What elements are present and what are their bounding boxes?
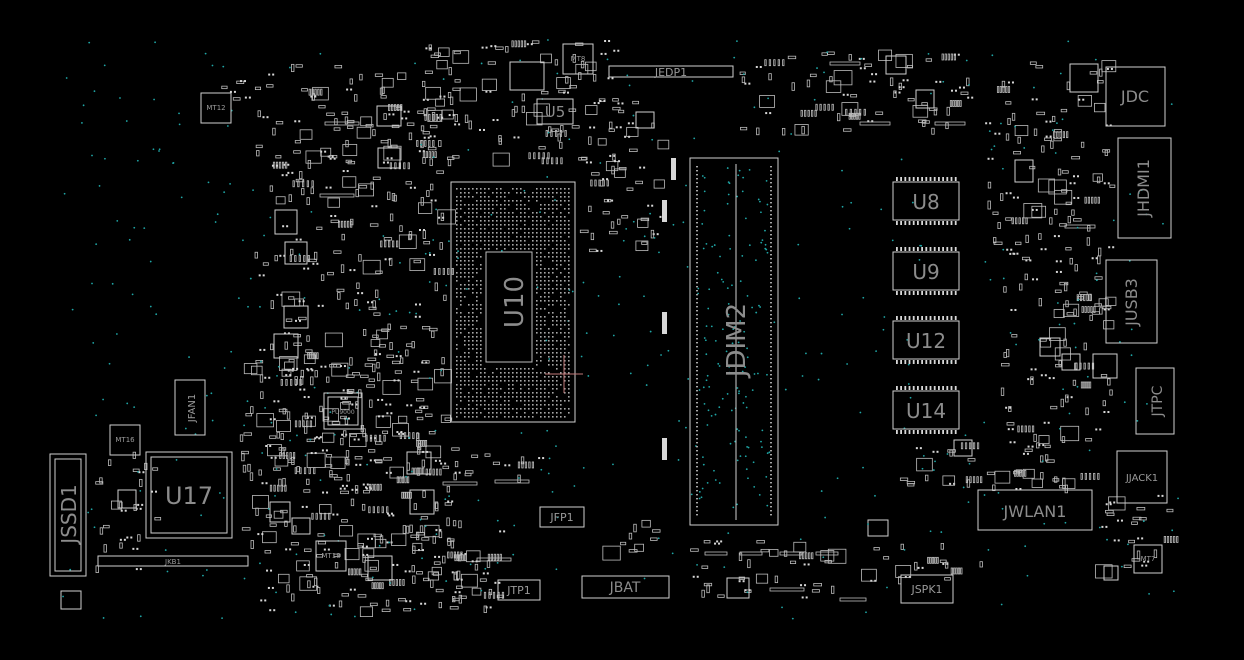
connector-jtpc[interactable]: JTPC [1135, 367, 1175, 435]
jssd1-screw [60, 590, 82, 610]
connector-jdim2[interactable]: JDIM2 [689, 157, 957, 526]
component-u17[interactable]: U17 [145, 451, 233, 539]
connector-jjack1[interactable]: JJACK1 [1116, 450, 1168, 504]
label-mt16: MT16 [115, 436, 135, 444]
label-u9: U9 [912, 260, 939, 284]
cursor-crosshair [545, 355, 583, 393]
u10-ball-grid [456, 188, 570, 418]
label-jssd1: JSSD1 [57, 484, 81, 545]
jdim2-side-pads [662, 158, 676, 460]
connector-jhdmi1[interactable]: JHDMI1 [1117, 137, 1172, 239]
connector-jdc[interactable]: JDC [1105, 66, 1166, 127]
mount-mt-top-right[interactable] [1069, 63, 1099, 93]
label-jdc: JDC [1120, 87, 1149, 106]
label-u5: U5 [545, 103, 566, 121]
label-jhdmi1: JHDMI1 [1134, 159, 1153, 218]
connector-jfp1[interactable]: JFP1 [539, 506, 585, 528]
mount-mt7[interactable]: MT7 [1133, 544, 1163, 574]
label-jfan1: JFAN1 [187, 394, 198, 423]
component-u14[interactable]: U14 [892, 390, 960, 430]
mount-mt8[interactable]: MT8 [562, 43, 594, 75]
mount-mt16[interactable]: MT16 [109, 424, 141, 456]
label-u17: U17 [165, 482, 213, 510]
label-jedp1: JEDP1 [654, 66, 687, 79]
label-jspk1: JSPK1 [910, 583, 942, 596]
connector-jwlan1[interactable]: JWLAN1 [977, 489, 1093, 531]
label-mt12: MT12 [206, 104, 225, 112]
small-components-layer [95, 40, 1179, 618]
label-jbat: JBAT [609, 580, 641, 596]
connector-jspk1[interactable]: JSPK1 [900, 574, 954, 604]
label-jjack1: JJACK1 [1125, 473, 1158, 484]
label-jfp1: JFP1 [549, 511, 573, 524]
label-mt18: MT18 [321, 552, 340, 560]
label-u14: U14 [906, 399, 946, 423]
connector-jssd1[interactable]: JSSD1 [49, 453, 87, 577]
mount-mt18[interactable]: MT18 [315, 540, 347, 572]
connector-jbat[interactable]: JBAT [581, 575, 670, 599]
label-jkb1: JKB1 [164, 558, 181, 566]
component-u9[interactable]: U9 [892, 251, 960, 291]
label-jdim2: JDIM2 [722, 303, 752, 379]
connector-jtp1[interactable]: JTP1 [497, 579, 541, 601]
mount-mt12[interactable]: MT12 [200, 92, 232, 124]
label-jwlan1: JWLAN1 [1003, 502, 1067, 521]
component-u5[interactable]: U5 [536, 98, 574, 125]
component-u8[interactable]: U8 [892, 181, 960, 221]
component-u10[interactable]: U10 [450, 181, 576, 423]
label-pu9000: PU9000 [331, 409, 354, 416]
connector-jkb1[interactable]: JKB1 [97, 555, 249, 567]
label-u12: U12 [906, 329, 946, 353]
connector-jedp1[interactable]: JEDP1 [608, 65, 734, 79]
connector-jusb3[interactable]: JUSB3 [1105, 259, 1158, 344]
component-u12[interactable]: U12 [892, 320, 960, 360]
jdim2-pins [696, 166, 957, 516]
label-u10: U10 [500, 276, 530, 328]
label-jtp1: JTP1 [506, 584, 531, 597]
label-mt7: MT7 [1141, 555, 1156, 563]
label-mt8: MT8 [571, 55, 586, 63]
label-jusb3: JUSB3 [1122, 278, 1141, 327]
label-jtpc: JTPC [1150, 385, 1166, 417]
label-u8: U8 [912, 190, 939, 214]
component-pu9000[interactable]: PU9000 [323, 392, 363, 430]
connector-jfan1[interactable]: JFAN1 [174, 379, 206, 436]
